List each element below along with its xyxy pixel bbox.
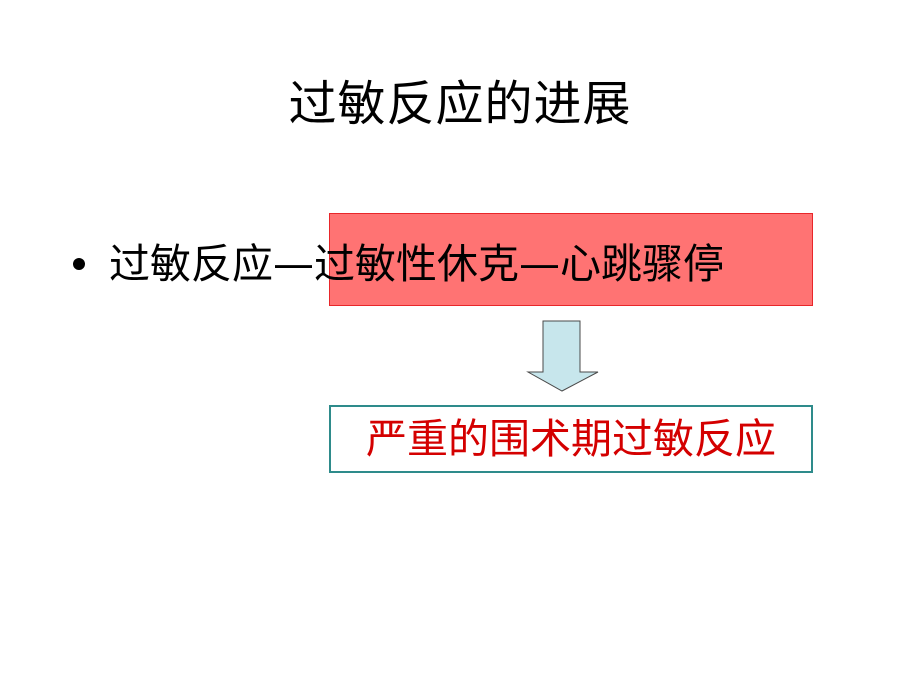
result-box: 严重的围术期过敏反应	[329, 405, 813, 473]
bullet-item: 过敏反应—过敏性休克—心跳骤停	[66, 236, 724, 292]
result-text: 严重的围术期过敏反应	[366, 415, 776, 463]
slide-title: 过敏反应的进展	[288, 76, 632, 132]
highlight-box	[329, 213, 813, 306]
bullet-dot-icon	[73, 258, 85, 270]
bullet-text: 过敏反应—过敏性休克—心跳骤停	[109, 240, 724, 288]
down-arrow-icon	[526, 320, 599, 392]
